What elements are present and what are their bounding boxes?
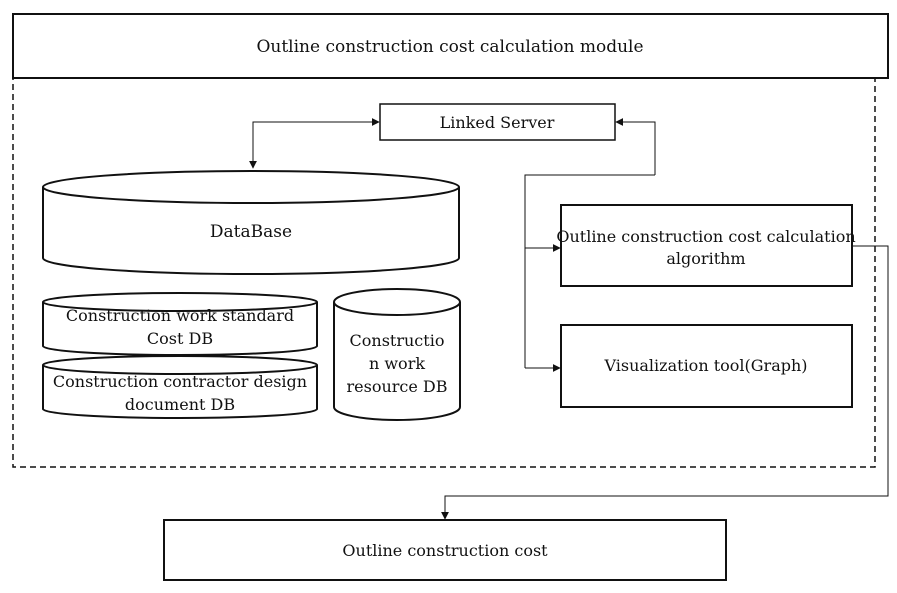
server-bus-vertical-connector (524, 174, 655, 368)
algorithm-label-line1: Outline construction cost calculation (556, 227, 855, 246)
work-resource-db-label-line1: Constructio (350, 331, 445, 350)
visualization-box (560, 324, 853, 408)
output-label: Outline construction cost (342, 541, 548, 560)
algorithm-label-line2: algorithm (666, 249, 745, 268)
standard-cost-db-label-line2: Cost DB (147, 329, 213, 348)
algorithm-to-output-connector (441, 245, 889, 520)
work-resource-db-label-line3: resource DB (346, 377, 447, 396)
server-database-connector (249, 118, 380, 169)
database-cylinder (42, 170, 460, 275)
database-label: DataBase (210, 222, 292, 242)
contractor-design-db-cylinder (42, 355, 318, 419)
algorithm-box (560, 204, 853, 287)
output-box (163, 519, 727, 581)
linked-server-label: Linked Server (440, 113, 555, 132)
module-boundary (12, 77, 876, 468)
standard-cost-db-cylinder (42, 292, 318, 356)
work-resource-db-label-line2: n work (369, 354, 425, 373)
linked-server-box (379, 103, 616, 141)
server-bus-top-connector (615, 118, 656, 175)
work-resource-db-cylinder (333, 288, 461, 421)
contractor-design-db-label-line1: Construction contractor design (53, 372, 307, 391)
contractor-design-db-label-line2: document DB (125, 395, 235, 414)
visualization-label: Visualization tool(Graph) (603, 356, 807, 375)
module-title: Outline construction cost calculation mo… (256, 37, 643, 57)
standard-cost-db-label-line1: Construction work standard (66, 306, 294, 325)
module-title-box (12, 13, 889, 79)
